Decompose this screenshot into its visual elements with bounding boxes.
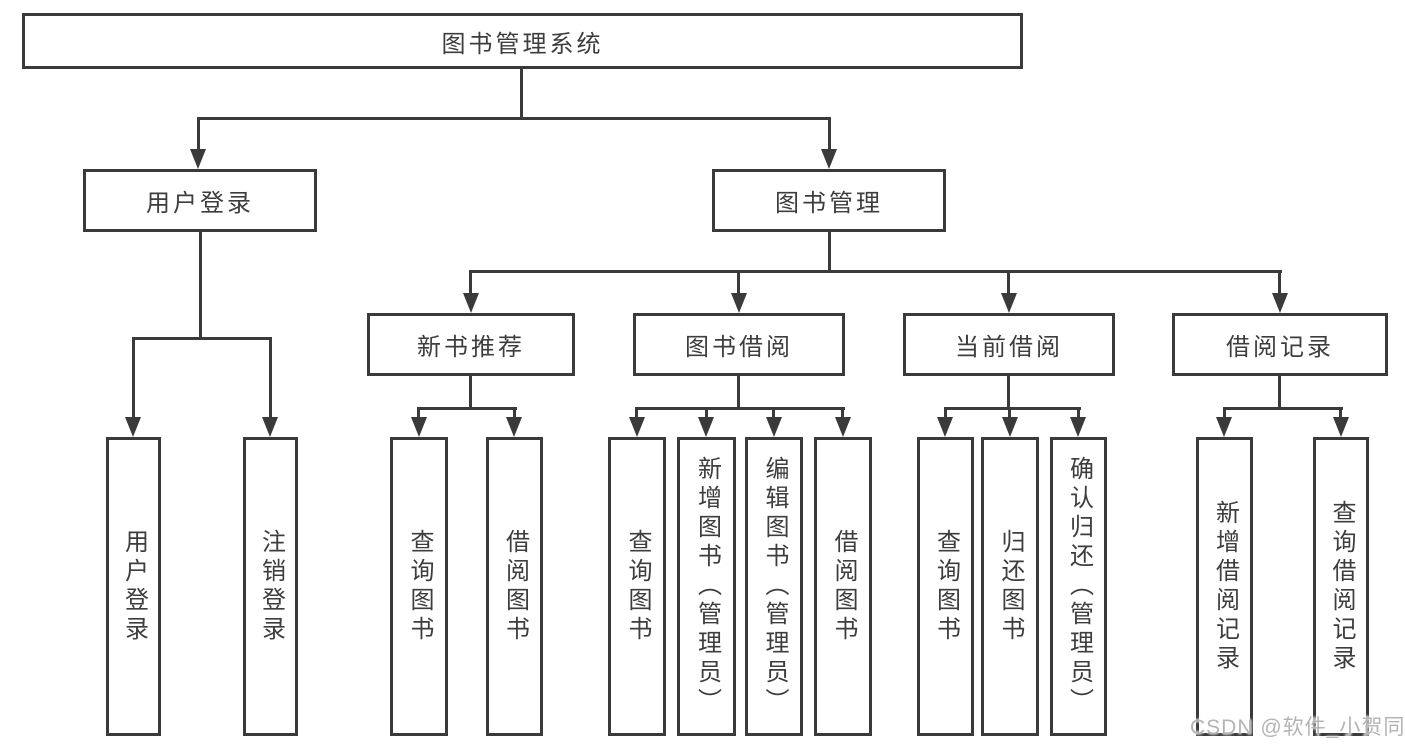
node-label: 新增借阅记录 bbox=[1211, 499, 1239, 674]
node-label: 图书管理系统 bbox=[441, 30, 604, 58]
node-label: 新书推荐 bbox=[417, 334, 525, 361]
connector-segment bbox=[1008, 407, 1011, 421]
node-label: 借阅记录 bbox=[1226, 334, 1334, 361]
arrow-down-icon bbox=[411, 417, 427, 437]
leaf-confirm-return-admin: 确认归还（管理员） bbox=[1050, 437, 1107, 736]
arrow-down-icon bbox=[1070, 417, 1086, 437]
arrow-down-icon bbox=[731, 293, 747, 313]
connector-segment bbox=[1278, 376, 1281, 410]
connector-segment bbox=[635, 407, 638, 421]
connector-segment bbox=[469, 270, 472, 296]
leaf-query-books-borrow: 查询图书 bbox=[608, 437, 666, 736]
connector-segment bbox=[513, 407, 516, 421]
node-root-library-system: 图书管理系统 bbox=[22, 13, 1023, 69]
node-label: 确认归还（管理员） bbox=[1065, 456, 1093, 717]
node-label: 用户登录 bbox=[146, 190, 254, 217]
connector-segment bbox=[1223, 407, 1226, 421]
arrow-down-icon bbox=[629, 417, 645, 437]
node-label: 用户登录 bbox=[120, 528, 148, 645]
node-label: 图书管理 bbox=[775, 190, 883, 217]
connector-segment bbox=[197, 117, 200, 151]
leaf-add-books-admin: 新增图书（管理员） bbox=[677, 437, 736, 736]
node-new-book-recommend: 新书推荐 bbox=[367, 313, 575, 376]
node-label: 查询图书 bbox=[406, 528, 433, 645]
arrow-down-icon bbox=[937, 417, 953, 437]
node-current-borrow: 当前借阅 bbox=[903, 313, 1115, 376]
connector-segment bbox=[944, 407, 1081, 410]
arrow-down-icon bbox=[463, 293, 479, 313]
arrow-down-icon bbox=[821, 149, 837, 169]
connector-segment bbox=[469, 270, 1282, 273]
leaf-edit-books-admin: 编辑图书（管理员） bbox=[745, 437, 803, 736]
connector-segment bbox=[132, 337, 272, 340]
node-borrow-records: 借阅记录 bbox=[1172, 313, 1388, 376]
connector-segment bbox=[520, 69, 523, 120]
arrow-down-icon bbox=[125, 417, 141, 437]
arrow-down-icon bbox=[835, 417, 851, 437]
connector-segment bbox=[828, 232, 831, 273]
connector-segment bbox=[737, 270, 740, 296]
arrow-down-icon bbox=[506, 417, 522, 437]
connector-segment bbox=[841, 407, 844, 421]
connector-segment bbox=[1077, 407, 1080, 421]
connector-segment bbox=[828, 117, 831, 151]
arrow-down-icon bbox=[1002, 417, 1018, 437]
node-label: 编辑图书（管理员） bbox=[761, 456, 788, 717]
connector-segment bbox=[772, 407, 775, 421]
connector-segment bbox=[417, 407, 420, 421]
connector-segment bbox=[199, 232, 202, 340]
leaf-borrow-books-recommend: 借阅图书 bbox=[486, 437, 543, 736]
node-label: 借阅图书 bbox=[830, 528, 857, 645]
arrow-down-icon bbox=[1216, 417, 1232, 437]
node-book-management: 图书管理 bbox=[712, 169, 946, 232]
connector-segment bbox=[705, 407, 708, 421]
node-label: 新增图书（管理员） bbox=[693, 456, 721, 717]
arrow-down-icon bbox=[262, 417, 278, 437]
node-label: 注销登录 bbox=[257, 528, 285, 645]
node-label: 借阅图书 bbox=[501, 528, 529, 645]
leaf-user-login: 用户登录 bbox=[106, 437, 161, 736]
connector-segment bbox=[944, 407, 947, 421]
leaf-add-borrow-record: 新增借阅记录 bbox=[1196, 437, 1253, 736]
connector-segment bbox=[1339, 407, 1342, 421]
node-user-login: 用户登录 bbox=[83, 169, 317, 232]
leaf-return-books: 归还图书 bbox=[981, 437, 1039, 736]
csdn-watermark: CSDN @软件_小贺同学 bbox=[1190, 716, 1405, 739]
arrow-down-icon bbox=[1333, 417, 1349, 437]
leaf-query-books-current: 查询图书 bbox=[917, 437, 974, 736]
connector-segment bbox=[1007, 270, 1010, 296]
node-label: 图书借阅 bbox=[685, 334, 793, 361]
leaf-query-books-recommend: 查询图书 bbox=[390, 437, 448, 736]
connector-segment bbox=[132, 337, 135, 419]
arrow-down-icon bbox=[766, 417, 782, 437]
arrow-down-icon bbox=[698, 417, 714, 437]
arrow-down-icon bbox=[1272, 293, 1288, 313]
node-book-borrow: 图书借阅 bbox=[633, 313, 845, 376]
node-label: 查询借阅记录 bbox=[1328, 499, 1355, 674]
node-label: 查询图书 bbox=[932, 528, 960, 645]
leaf-query-borrow-record: 查询借阅记录 bbox=[1313, 437, 1369, 736]
node-label: 当前借阅 bbox=[955, 334, 1063, 361]
connector-segment bbox=[417, 407, 517, 410]
connector-segment bbox=[1278, 270, 1281, 296]
arrow-down-icon bbox=[1001, 293, 1017, 313]
connector-segment bbox=[737, 376, 740, 410]
node-label: 查询图书 bbox=[624, 528, 651, 645]
node-label: 归还图书 bbox=[997, 528, 1024, 645]
connector-segment bbox=[469, 376, 472, 410]
connector-segment bbox=[197, 117, 831, 120]
leaf-logout: 注销登录 bbox=[243, 437, 298, 736]
leaf-borrow-books: 借阅图书 bbox=[814, 437, 872, 736]
connector-segment bbox=[1007, 376, 1010, 410]
connector-segment bbox=[1223, 407, 1343, 410]
connector-segment bbox=[269, 337, 272, 419]
connector-segment bbox=[635, 407, 845, 410]
arrow-down-icon bbox=[190, 149, 206, 169]
